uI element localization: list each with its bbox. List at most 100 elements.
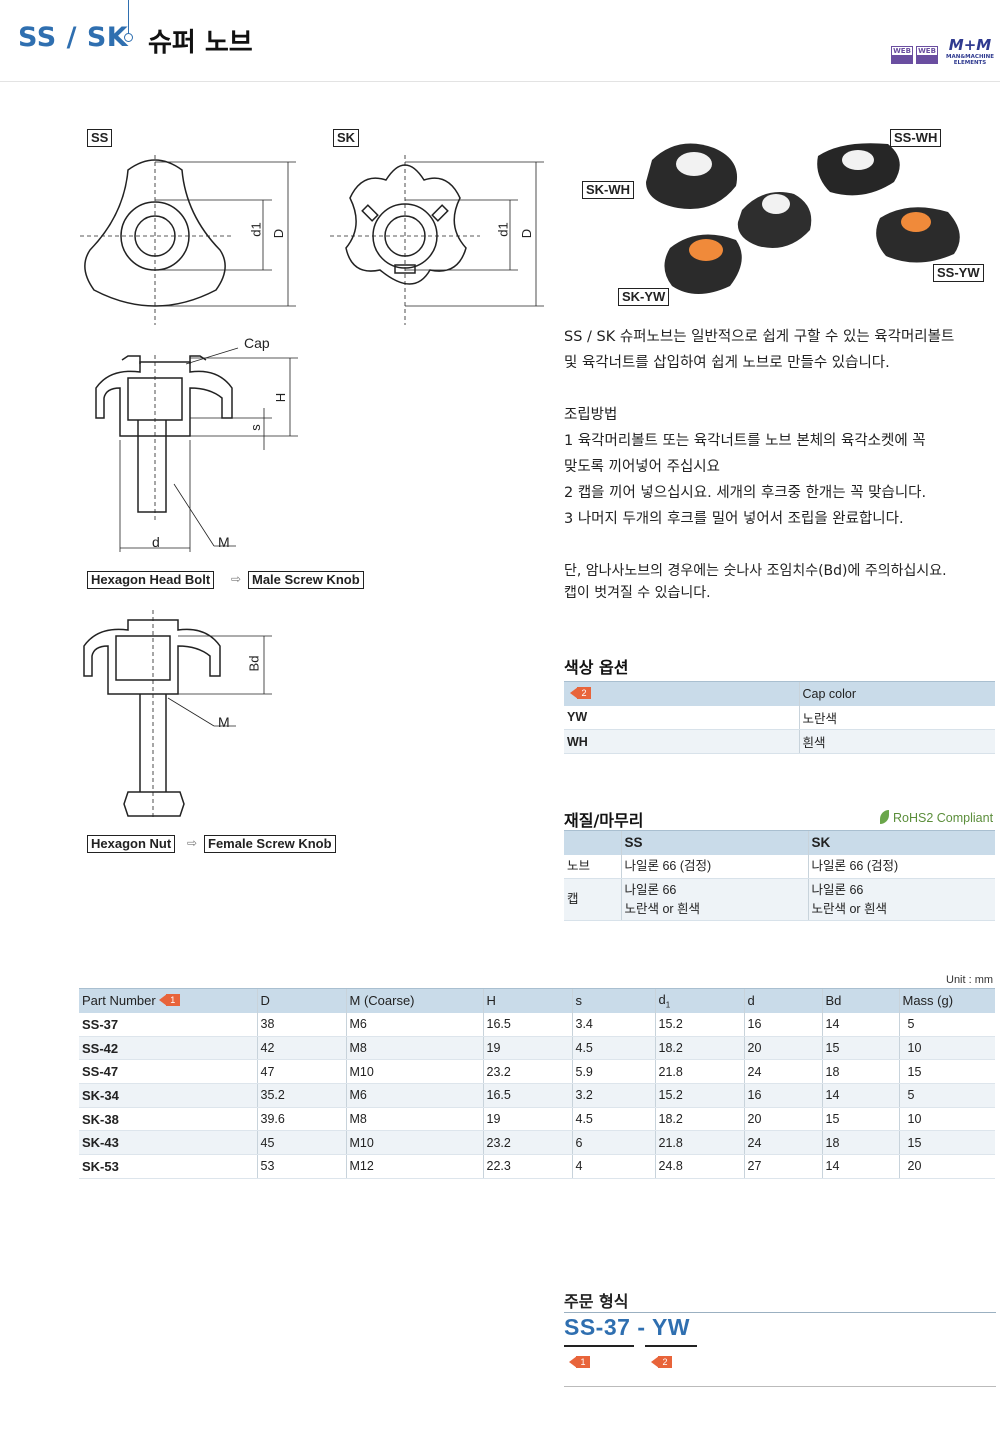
flag-icon: 2 [570,686,592,699]
product-photo [646,143,960,294]
spec-cell: 16.5 [482,1012,572,1037]
spec-cell: 4.5 [571,1036,655,1061]
h-label: H [273,392,289,403]
col-d1: d1 [654,988,744,1013]
part-number-cell: SS-37 [79,1012,257,1037]
order-flag-2-icon: 2 [651,1356,673,1368]
spec-cell: 4.5 [571,1107,655,1132]
spec-cell: 3.4 [571,1012,655,1037]
spec-cell: 53 [256,1154,346,1179]
order-flag-1-icon: 1 [569,1356,591,1368]
table-row: YW 노란색 [564,705,995,730]
spec-cell: 20 [743,1036,822,1061]
cap-yellow-2 [901,212,931,232]
page-title: 슈퍼 노브 [148,28,253,58]
bd-label: Bd [246,655,262,672]
knob-ss: 나일론 66 (검정) [620,854,808,879]
cap-label: Cap [244,335,270,351]
sk-tag: SK [333,129,360,147]
brand-logo: M+M MAN&MACHINE ELEMENTS [944,36,996,66]
spec-cell: 10 [898,1036,995,1061]
color-options-table: 2 Cap color YW 노란색 WH 흰색 [564,681,995,754]
spec-cell: M10 [345,1130,483,1156]
female-knob-body [83,619,221,695]
spec-cell: 38 [256,1012,346,1037]
spec-cell: 5 [898,1083,995,1108]
hexagon-head-bolt-tag: Hexagon Head Bolt [87,571,215,589]
assembly-title: 조립방법 [564,407,618,423]
table-row: WH 흰색 [564,729,995,754]
header-dot [124,33,133,42]
spec-cell: 22.3 [482,1154,572,1179]
spec-cell: 18.2 [654,1107,744,1132]
spec-cell: M8 [345,1107,483,1132]
spec-cell: 20 [743,1107,822,1132]
color-name: 흰색 [798,729,995,754]
flag-cell: 2 [564,681,799,706]
col-D: D [256,988,346,1013]
col-mass: Mass (g) [898,988,995,1013]
note-1: 단, 암나사노브의 경우에는 숫나사 조임치수(Bd)에 주의하십시요. [564,563,947,579]
brand-mark: M+M [948,36,992,54]
cap-ss-material: 나일론 66 [624,882,677,897]
flag-icon: 1 [158,994,181,1007]
spec-cell: 19 [482,1036,572,1061]
part-number-cell: SS-42 [79,1036,257,1061]
order-rule [564,1312,996,1313]
spec-cell: 15 [898,1059,995,1085]
m-label-female: M [218,714,230,730]
color-code: YW [564,705,799,730]
sk-yw-tag: SK-YW [618,288,670,306]
knob-label: 노브 [564,854,621,879]
assembly-step-1b: 맞도록 끼어넣어 주십시요 [564,459,720,475]
spec-cell: 15.2 [654,1012,744,1037]
spec-cell: 42 [256,1036,346,1061]
order-bottom-rule [564,1386,996,1387]
spec-cell: 15.2 [654,1083,744,1108]
cap-sk-color: 노란색 or 흰색 [811,901,888,916]
col-d: d [743,988,822,1013]
m-label-male: M [218,534,230,550]
spec-cell: 18.2 [654,1036,744,1061]
spec-cell: 15 [821,1107,899,1132]
ss-D-label: D [271,228,287,239]
assembly-step-1a: 1 육각머리볼트 또는 육각너트를 노브 본체의 육각소켓에 꼭 [564,433,926,449]
part-number-cell: SK-38 [79,1107,257,1132]
ss-outline [84,159,226,307]
spec-cell: 15 [898,1130,995,1156]
d-label: d [152,534,160,550]
spec-cell: 5.9 [571,1059,655,1085]
page-header: SS / SK 슈퍼 노브 WEB WEB M+M MAN&MACHINE EL… [0,0,1000,82]
cap-white-3 [842,150,874,170]
spec-cell: M10 [345,1059,483,1085]
spec-cell: 24.8 [654,1154,744,1179]
spec-cell: M12 [345,1154,483,1179]
spec-cell: M6 [345,1083,483,1108]
spec-cell: 45 [256,1130,346,1156]
spec-cell: 47 [256,1059,346,1085]
web-badge-1[interactable]: WEB [891,46,913,64]
order-code: SS-37 - YW [564,1314,690,1340]
spec-cell: 39.6 [256,1107,346,1132]
spec-cell: 14 [821,1083,899,1108]
spec-cell: 16 [743,1083,822,1108]
rohs-badge: RoHS2 Compliant [880,810,993,825]
sk-D-label: D [519,228,535,239]
spec-cell: 16.5 [482,1083,572,1108]
web-badge-2[interactable]: WEB [916,46,938,64]
table-row: 노브 나일론 66 (검정) 나일론 66 (검정) [564,854,995,879]
intro-line-2: 및 육각너트를 삽입하여 쉽게 노브로 만들수 있습니다. [564,355,890,371]
intro-line-1: SS / SK 슈퍼노브는 일반적으로 쉽게 구할 수 있는 육각머리볼트 [564,329,955,345]
spec-cell: 4 [571,1154,655,1179]
